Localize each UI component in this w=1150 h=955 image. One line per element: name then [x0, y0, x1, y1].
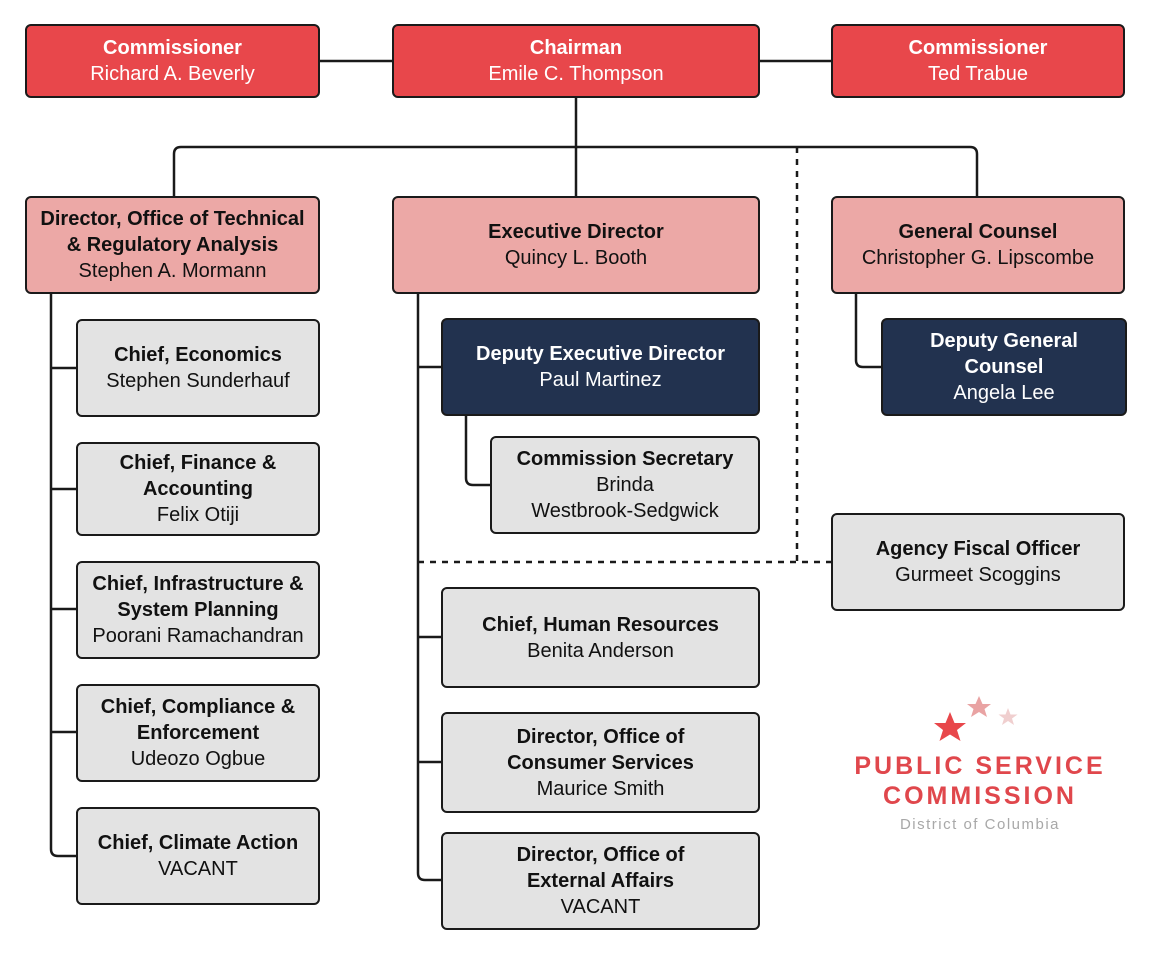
logo-line-public-service: PUBLIC SERVICE: [854, 752, 1106, 780]
node-chief-economics: Chief, Economics Stephen Sunderhauf: [76, 319, 320, 417]
three-stars-icon: [934, 696, 1018, 741]
node-chief-human-resources: Chief, Human Resources Benita Anderson: [441, 587, 760, 688]
node-chief-climate-action: Chief, Climate Action VACANT: [76, 807, 320, 905]
node-name: Ted Trabue: [927, 63, 1029, 85]
node-name: Richard A. Beverly: [90, 63, 255, 85]
node-title: Chairman: [529, 37, 623, 59]
node-name: Emile C. Thompson: [488, 63, 664, 85]
node-name: Christopher G. Lipscombe: [861, 247, 1095, 269]
node-title: Agency Fiscal Officer: [875, 538, 1081, 560]
logo-line-commission: COMMISSION: [883, 782, 1077, 810]
node-chairman: Chairman Emile C. Thompson: [392, 24, 760, 98]
node-chief-compliance-enforcement: Chief, Compliance & Enforcement Udeozo O…: [76, 684, 320, 782]
node-title: Chief, Infrastructure & System Planning: [92, 573, 304, 621]
node-director-consumer-services: Director, Office of Consumer Services Ma…: [441, 712, 760, 813]
node-name: Benita Anderson: [527, 639, 674, 662]
node-commission-secretary: Commission Secretary Brinda Westbrook-Se…: [490, 436, 760, 534]
node-title: Chief, Compliance & Enforcement: [100, 696, 296, 744]
node-general-counsel: General Counsel Christopher G. Lipscombe: [831, 196, 1125, 294]
node-title: Commission Secretary: [516, 448, 734, 470]
node-name: VACANT: [560, 896, 641, 918]
connector-commission-secretary: [464, 416, 490, 487]
node-title: Executive Director: [488, 221, 664, 243]
node-title: Commissioner: [103, 37, 242, 59]
node-chief-finance-accounting: Chief, Finance & Accounting Felix Otiji: [76, 442, 320, 536]
node-chief-infrastructure-system-planning: Chief, Infrastructure & System Planning …: [76, 561, 320, 659]
node-commissioner-right: Commissioner Ted Trabue: [831, 24, 1125, 98]
node-agency-fiscal-officer: Agency Fiscal Officer Gurmeet Scoggins: [831, 513, 1125, 611]
node-name: Angela Lee: [953, 382, 1055, 404]
node-title: Chief, Human Resources: [482, 613, 719, 636]
node-title: Director, Office of External Affairs: [516, 844, 685, 892]
node-title: Chief, Climate Action: [97, 832, 299, 854]
node-name: Udeozo Ogbue: [130, 748, 266, 770]
node-director-technical-regulatory-analysis: Director, Office of Technical & Regulato…: [25, 196, 320, 294]
node-title: Director, Office of Consumer Services: [507, 725, 694, 774]
connector-deputy-general-counsel: [854, 294, 881, 369]
node-executive-director: Executive Director Quincy L. Booth: [392, 196, 760, 294]
connector-middle-column: [416, 294, 441, 882]
node-name: Felix Otiji: [156, 504, 240, 526]
node-title: Chief, Economics: [114, 344, 282, 366]
psc-logo: PUBLIC SERVICE COMMISSION District of Co…: [840, 690, 1120, 840]
node-name: Stephen Sunderhauf: [106, 370, 290, 392]
star-large-icon: [934, 712, 966, 741]
star-medium-icon: [967, 696, 991, 717]
logo-line-district: District of Columbia: [899, 816, 1061, 833]
node-name: Maurice Smith: [536, 777, 665, 800]
node-title: Deputy Executive Director: [476, 343, 725, 365]
node-name: Poorani Ramachandran: [92, 625, 304, 647]
node-title: Commissioner: [908, 37, 1048, 59]
node-title: Chief, Finance & Accounting: [119, 452, 277, 500]
star-small-icon: [998, 708, 1018, 725]
node-name: VACANT: [158, 858, 238, 880]
node-name: Quincy L. Booth: [504, 247, 648, 269]
node-director-external-affairs: Director, Office of External Affairs VAC…: [441, 832, 760, 930]
node-name: Gurmeet Scoggins: [895, 564, 1061, 586]
connector-left-column: [49, 294, 76, 858]
node-name: Stephen A. Mormann: [78, 260, 267, 282]
node-name: Paul Martinez: [539, 369, 662, 391]
node-deputy-general-counsel: Deputy General Counsel Angela Lee: [881, 318, 1127, 416]
node-commissioner-left: Commissioner Richard A. Beverly: [25, 24, 320, 98]
node-deputy-executive-director: Deputy Executive Director Paul Martinez: [441, 318, 760, 416]
node-name: Brinda Westbrook-Sedgwick: [531, 474, 719, 522]
connector-bus: [172, 145, 979, 196]
node-title: General Counsel: [898, 221, 1058, 243]
node-title: Director, Office of Technical & Regulato…: [40, 208, 305, 256]
node-title: Deputy General Counsel: [930, 330, 1078, 378]
